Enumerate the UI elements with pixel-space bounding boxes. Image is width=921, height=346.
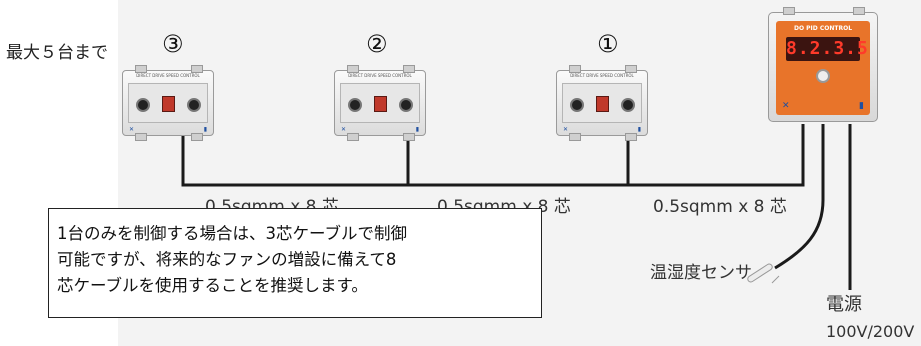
- speed-controller-2: DIRECT DRIVE SPEED CONTROL ✕ ▮: [334, 65, 426, 141]
- unit-number-2: ②: [366, 30, 388, 58]
- brand-logo-icon: ✕: [563, 126, 569, 133]
- controller-label: DIRECT DRIVE SPEED CONTROL: [348, 73, 412, 78]
- brand-logo-icon: ✕: [129, 126, 135, 133]
- mount-ear: [569, 133, 581, 141]
- mount-ear: [853, 7, 865, 15]
- pid-display: 8.2.3.5: [786, 37, 869, 61]
- mount-ear: [191, 133, 203, 141]
- knob-icon: [570, 98, 584, 112]
- unit-number-1: ①: [597, 30, 619, 58]
- sensor-label: 温湿度センサ: [650, 263, 752, 283]
- power-label: 電源: [826, 294, 862, 315]
- brand-logo-icon: ▮: [859, 101, 864, 111]
- knob-icon: [136, 98, 150, 112]
- control-panel: [128, 83, 208, 123]
- mount-ear: [191, 65, 203, 73]
- switch-icon: [162, 96, 175, 112]
- mount-ear: [783, 7, 795, 15]
- mount-ear: [347, 133, 359, 141]
- knob-icon: [621, 98, 635, 112]
- note-line-2: 可能ですが、将来的なファンの増設に備えて8: [57, 250, 397, 269]
- switch-icon: [596, 96, 609, 112]
- speed-controller-1: DIRECT DRIVE SPEED CONTROL ✕ ▮: [556, 65, 648, 141]
- cable-spec-right: 0.5sqmm x 8 芯: [653, 197, 787, 217]
- brand-logo-icon: ✕: [782, 101, 790, 111]
- controller-label: DIRECT DRIVE SPEED CONTROL: [570, 73, 634, 78]
- max-units-label: 最大５台まで: [6, 43, 108, 63]
- recommendation-note: 1台のみを制御する場合は、3芯ケーブルで制御 可能ですが、将来的なファンの増設に…: [48, 208, 542, 318]
- pid-label: DO PID CONTROL: [793, 25, 853, 32]
- speed-controller-3: DIRECT DRIVE SPEED CONTROL ✕ ▮: [122, 65, 214, 141]
- note-line-1: 1台のみを制御する場合は、3芯ケーブルで制御: [57, 224, 408, 243]
- pid-button-icon: [816, 69, 830, 83]
- mount-ear: [135, 133, 147, 141]
- cable-2-to-1: [406, 130, 630, 187]
- voltage-label: 100V/200V: [826, 322, 915, 341]
- sensor-cable: [774, 124, 825, 270]
- cable-3-to-2: [181, 130, 410, 187]
- control-panel: [562, 83, 642, 123]
- brand-logo-icon: ▮: [203, 126, 207, 133]
- switch-icon: [374, 96, 387, 112]
- pid-face-panel: DO PID CONTROL 8.2.3.5 ✕ ▮: [776, 21, 870, 115]
- sensor-leader-line: [771, 275, 780, 284]
- unit-number-3: ③: [162, 30, 184, 58]
- cable-1-to-pid: [626, 124, 805, 187]
- brand-logo-icon: ▮: [415, 126, 419, 133]
- mount-ear: [347, 65, 359, 73]
- mount-ear: [403, 133, 415, 141]
- mount-ear: [403, 65, 415, 73]
- mount-ear: [135, 65, 147, 73]
- control-panel: [340, 83, 420, 123]
- mount-ear: [569, 65, 581, 73]
- knob-icon: [187, 98, 201, 112]
- sensor-probe: [747, 263, 773, 283]
- mount-ear: [625, 65, 637, 73]
- controller-label: DIRECT DRIVE SPEED CONTROL: [136, 73, 200, 78]
- pid-controller: DO PID CONTROL 8.2.3.5 ✕ ▮: [768, 7, 878, 122]
- brand-logo-icon: ▮: [637, 126, 641, 133]
- mount-ear: [625, 133, 637, 141]
- knob-icon: [399, 98, 413, 112]
- brand-logo-icon: ✕: [341, 126, 347, 133]
- note-line-3: 芯ケーブルを使用することを推奨します。: [57, 276, 368, 295]
- knob-icon: [348, 98, 362, 112]
